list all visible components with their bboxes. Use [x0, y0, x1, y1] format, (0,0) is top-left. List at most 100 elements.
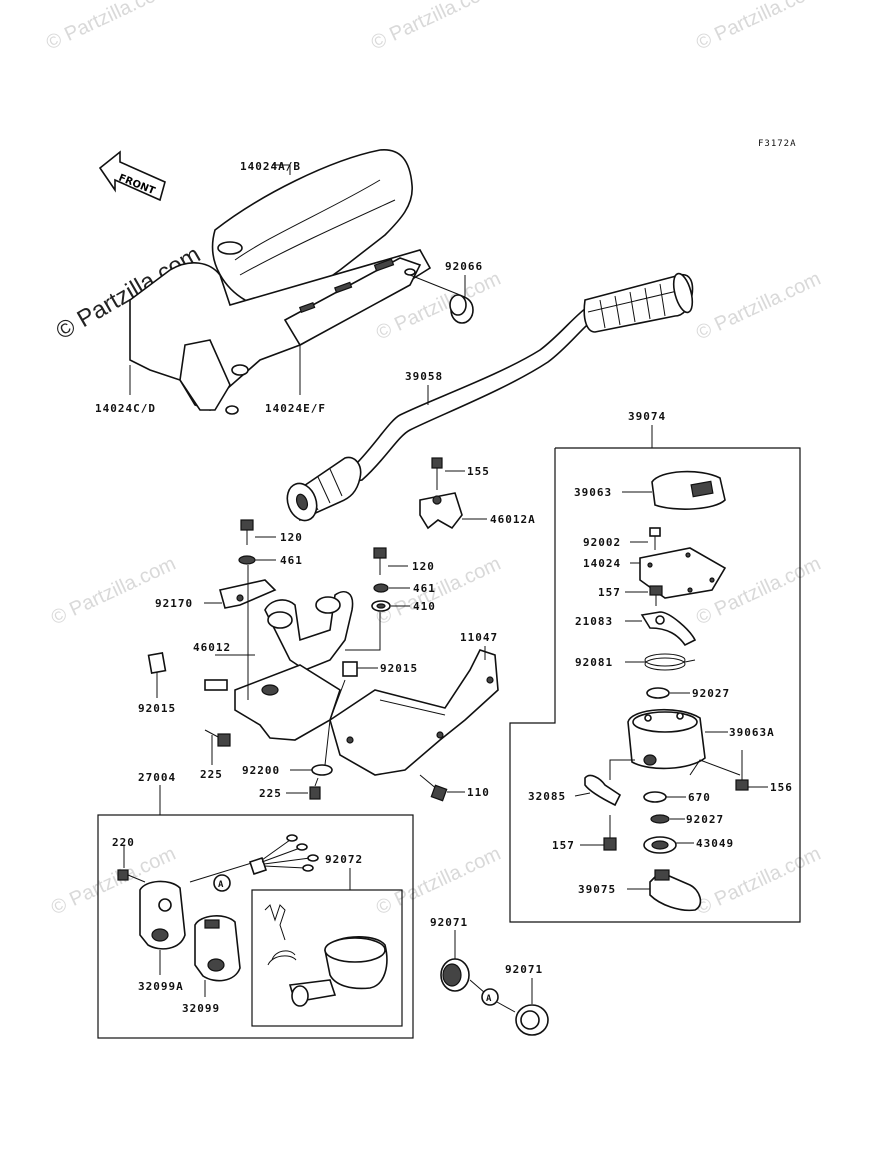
callout-11047[interactable]: 11047	[460, 631, 498, 644]
assembly-39074-box	[509, 447, 801, 923]
callout-39063[interactable]: 39063	[574, 486, 612, 499]
washer-92027b-drawing	[650, 814, 670, 824]
ref-a-marker-2	[481, 988, 499, 1006]
callout-14024[interactable]: 14024	[583, 557, 621, 570]
callout-92066[interactable]: 92066	[445, 260, 483, 273]
callout-110[interactable]: 110	[467, 786, 490, 799]
ref-a-label-2: A	[486, 994, 492, 1004]
callout-92015b[interactable]: 92015	[380, 662, 418, 675]
watermark: © Partzilla.com	[693, 843, 824, 920]
callout-92002[interactable]: 92002	[583, 536, 621, 549]
plate-21083-drawing	[640, 611, 697, 647]
handlebar-holder-drawing	[204, 591, 354, 741]
callout-39058[interactable]: 39058	[405, 370, 443, 383]
callout-670[interactable]: 670	[688, 791, 711, 804]
callout-410[interactable]: 410	[413, 600, 436, 613]
switch-32099A-drawing	[139, 880, 186, 950]
callout-92200[interactable]: 92200	[242, 764, 280, 777]
callout-43049[interactable]: 43049	[696, 837, 734, 850]
bolt-225b-drawing	[309, 777, 321, 800]
callout-225b[interactable]: 225	[259, 787, 282, 800]
callout-92015a[interactable]: 92015	[138, 702, 176, 715]
bolt-110-drawing	[419, 774, 448, 802]
wire-harness-drawing	[189, 834, 319, 883]
callout-92071b[interactable]: 92071	[505, 963, 543, 976]
watermark: © Partzilla.com	[693, 268, 824, 345]
switch-32099-drawing	[194, 915, 241, 982]
bolt-155-drawing	[431, 457, 443, 490]
grommet-92071a-drawing	[440, 958, 470, 992]
callout-14024CD[interactable]: 14024C/D	[95, 402, 156, 415]
screw-220-drawing	[117, 869, 146, 883]
callout-461a[interactable]: 461	[280, 554, 303, 567]
callout-157b[interactable]: 157	[552, 839, 575, 852]
callout-461b[interactable]: 461	[413, 582, 436, 595]
washer-92027a-drawing	[646, 687, 670, 699]
callout-39075[interactable]: 39075	[578, 883, 616, 896]
screw-92002-drawing	[649, 527, 661, 550]
callout-156[interactable]: 156	[770, 781, 793, 794]
washer-461a-drawing	[238, 555, 256, 565]
callout-46012A[interactable]: 46012A	[490, 513, 536, 526]
watermark: © Partzilla.com	[368, 0, 499, 55]
callout-92170[interactable]: 92170	[155, 597, 193, 610]
holder-46012A-drawing	[419, 492, 463, 530]
handle-pad-drawing	[129, 149, 432, 415]
callout-225a[interactable]: 225	[200, 768, 223, 781]
ref-a-label: A	[218, 880, 224, 890]
washer-92200-drawing	[311, 764, 333, 776]
cable-clamp-92072-drawing	[264, 904, 388, 1007]
callout-46012[interactable]: 46012	[193, 641, 231, 654]
handlebar-drawing	[286, 272, 694, 522]
callout-157a[interactable]: 157	[598, 586, 621, 599]
clip-92015b-drawing	[342, 661, 358, 677]
seal-43049-drawing	[643, 836, 677, 854]
clip-92015a-drawing	[147, 651, 167, 675]
watermark: © Partzilla.com	[43, 0, 174, 55]
callout-92071a[interactable]: 92071	[430, 916, 468, 929]
bolt-120b-drawing	[373, 547, 387, 575]
callout-155[interactable]: 155	[467, 465, 490, 478]
callout-92072[interactable]: 92072	[325, 853, 363, 866]
diagram-code: F3172A	[758, 139, 797, 149]
callout-120b[interactable]: 120	[412, 560, 435, 573]
lever-39075-drawing	[649, 869, 702, 912]
plug-92066-drawing	[449, 294, 474, 324]
watermark: © Partzilla.com	[693, 0, 824, 55]
washer-461b-drawing	[373, 583, 389, 593]
callout-21083[interactable]: 21083	[575, 615, 613, 628]
watermark: © Partzilla.com	[373, 843, 504, 920]
bolt-156-drawing	[735, 750, 749, 791]
callout-32099A[interactable]: 32099A	[138, 980, 184, 993]
bolt-120a-drawing	[240, 519, 254, 545]
front-arrow-icon: FRONT	[98, 150, 166, 202]
housing-39063A-drawing	[627, 708, 706, 770]
callout-220[interactable]: 220	[112, 836, 135, 849]
oring-670-drawing	[643, 791, 667, 803]
cover-39063-drawing	[651, 470, 726, 510]
callout-39063A[interactable]: 39063A	[729, 726, 775, 739]
callout-92027b[interactable]: 92027	[686, 813, 724, 826]
bracket-11047-drawing	[329, 649, 499, 776]
callout-120a[interactable]: 120	[280, 531, 303, 544]
washer-410-drawing	[371, 600, 391, 612]
spring-92081-drawing	[644, 653, 696, 671]
ref-a-marker	[213, 874, 231, 892]
callout-14024EF[interactable]: 14024E/F	[265, 402, 326, 415]
assembly-92072-box	[251, 889, 403, 1027]
bolt-157a-drawing	[649, 585, 663, 606]
part-32085-drawing	[584, 774, 622, 807]
callout-27004[interactable]: 27004	[138, 771, 176, 784]
bolt-225a-drawing	[204, 729, 231, 747]
callout-92027a[interactable]: 92027	[692, 687, 730, 700]
callout-32099[interactable]: 32099	[182, 1002, 220, 1015]
bolt-157b-drawing	[603, 815, 617, 851]
watermark: © Partzilla.com	[48, 553, 179, 630]
watermark: © Partzilla.com	[373, 553, 504, 630]
callout-14024AB[interactable]: 14024A/B	[240, 160, 301, 173]
callout-32085[interactable]: 32085	[528, 790, 566, 803]
callout-92081[interactable]: 92081	[575, 656, 613, 669]
grommet-92071b-drawing	[515, 1004, 549, 1036]
callout-39074[interactable]: 39074	[628, 410, 666, 423]
